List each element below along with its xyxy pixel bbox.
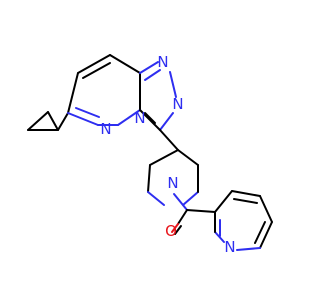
cyclopropyl-ring [27, 111, 69, 131]
atom-label-o-carbonyl: O [165, 222, 177, 240]
pyridazine-ring [67, 54, 141, 126]
atom-label-n-triazole-top: N [157, 53, 168, 71]
svg-text:N: N [157, 53, 168, 71]
atom-label-n-pyridazine: N [100, 120, 111, 138]
cyclopropyl-bond [57, 112, 69, 131]
svg-text:N: N [100, 120, 111, 138]
molecule-structure: N N N N N O N [27, 53, 273, 256]
atom-label-n-bridge: N [134, 109, 145, 127]
ring-link-bond [159, 129, 179, 151]
svg-text:O: O [165, 222, 177, 240]
atom-label-n-pyridine: N [224, 238, 235, 256]
atom-label-n-triazole-right: N [172, 95, 183, 113]
svg-text:N: N [172, 95, 183, 113]
carbonyl-group [171, 193, 216, 235]
svg-text:N: N [167, 174, 178, 192]
pyridine-ring [214, 190, 273, 251]
piperidine-ring [147, 149, 199, 206]
svg-text:N: N [134, 109, 145, 127]
svg-text:N: N [224, 238, 235, 256]
triazole-ring [139, 61, 177, 131]
structure-canvas: N N N N N O N [27, 53, 273, 256]
atom-label-n-piperidine: N [167, 174, 178, 192]
